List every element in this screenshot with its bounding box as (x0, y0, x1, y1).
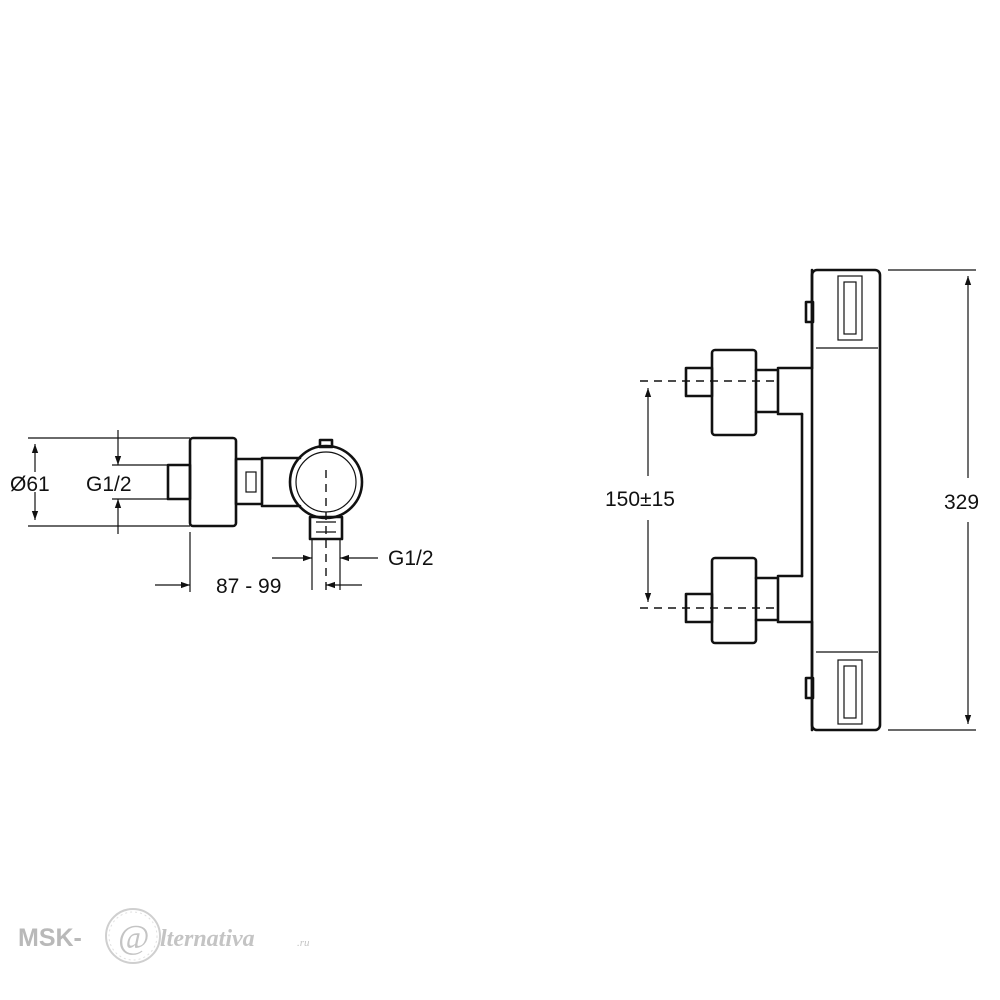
inlet-thread-label: G1/2 (86, 473, 132, 496)
height-label: 329 (944, 491, 979, 514)
projection-label: 87 - 99 (216, 575, 281, 598)
watermark-brand-left: MSK- (18, 924, 82, 952)
outlet-thread-label: G1/2 (388, 547, 434, 570)
watermark-brand-suffix: .ru (297, 937, 310, 949)
center-distance-label: 150±15 (605, 488, 675, 511)
watermark-brand-right: lternativa (160, 926, 255, 952)
front-view: 150±15 329 (605, 268, 979, 732)
diameter-label: Ø61 (10, 473, 50, 496)
side-view: Ø61 G1/2 G1/2 87 - 99 (10, 430, 434, 598)
watermark-logo: MSK- @ lternativa .ru (18, 908, 310, 964)
at-sign-icon: @ (118, 919, 149, 956)
